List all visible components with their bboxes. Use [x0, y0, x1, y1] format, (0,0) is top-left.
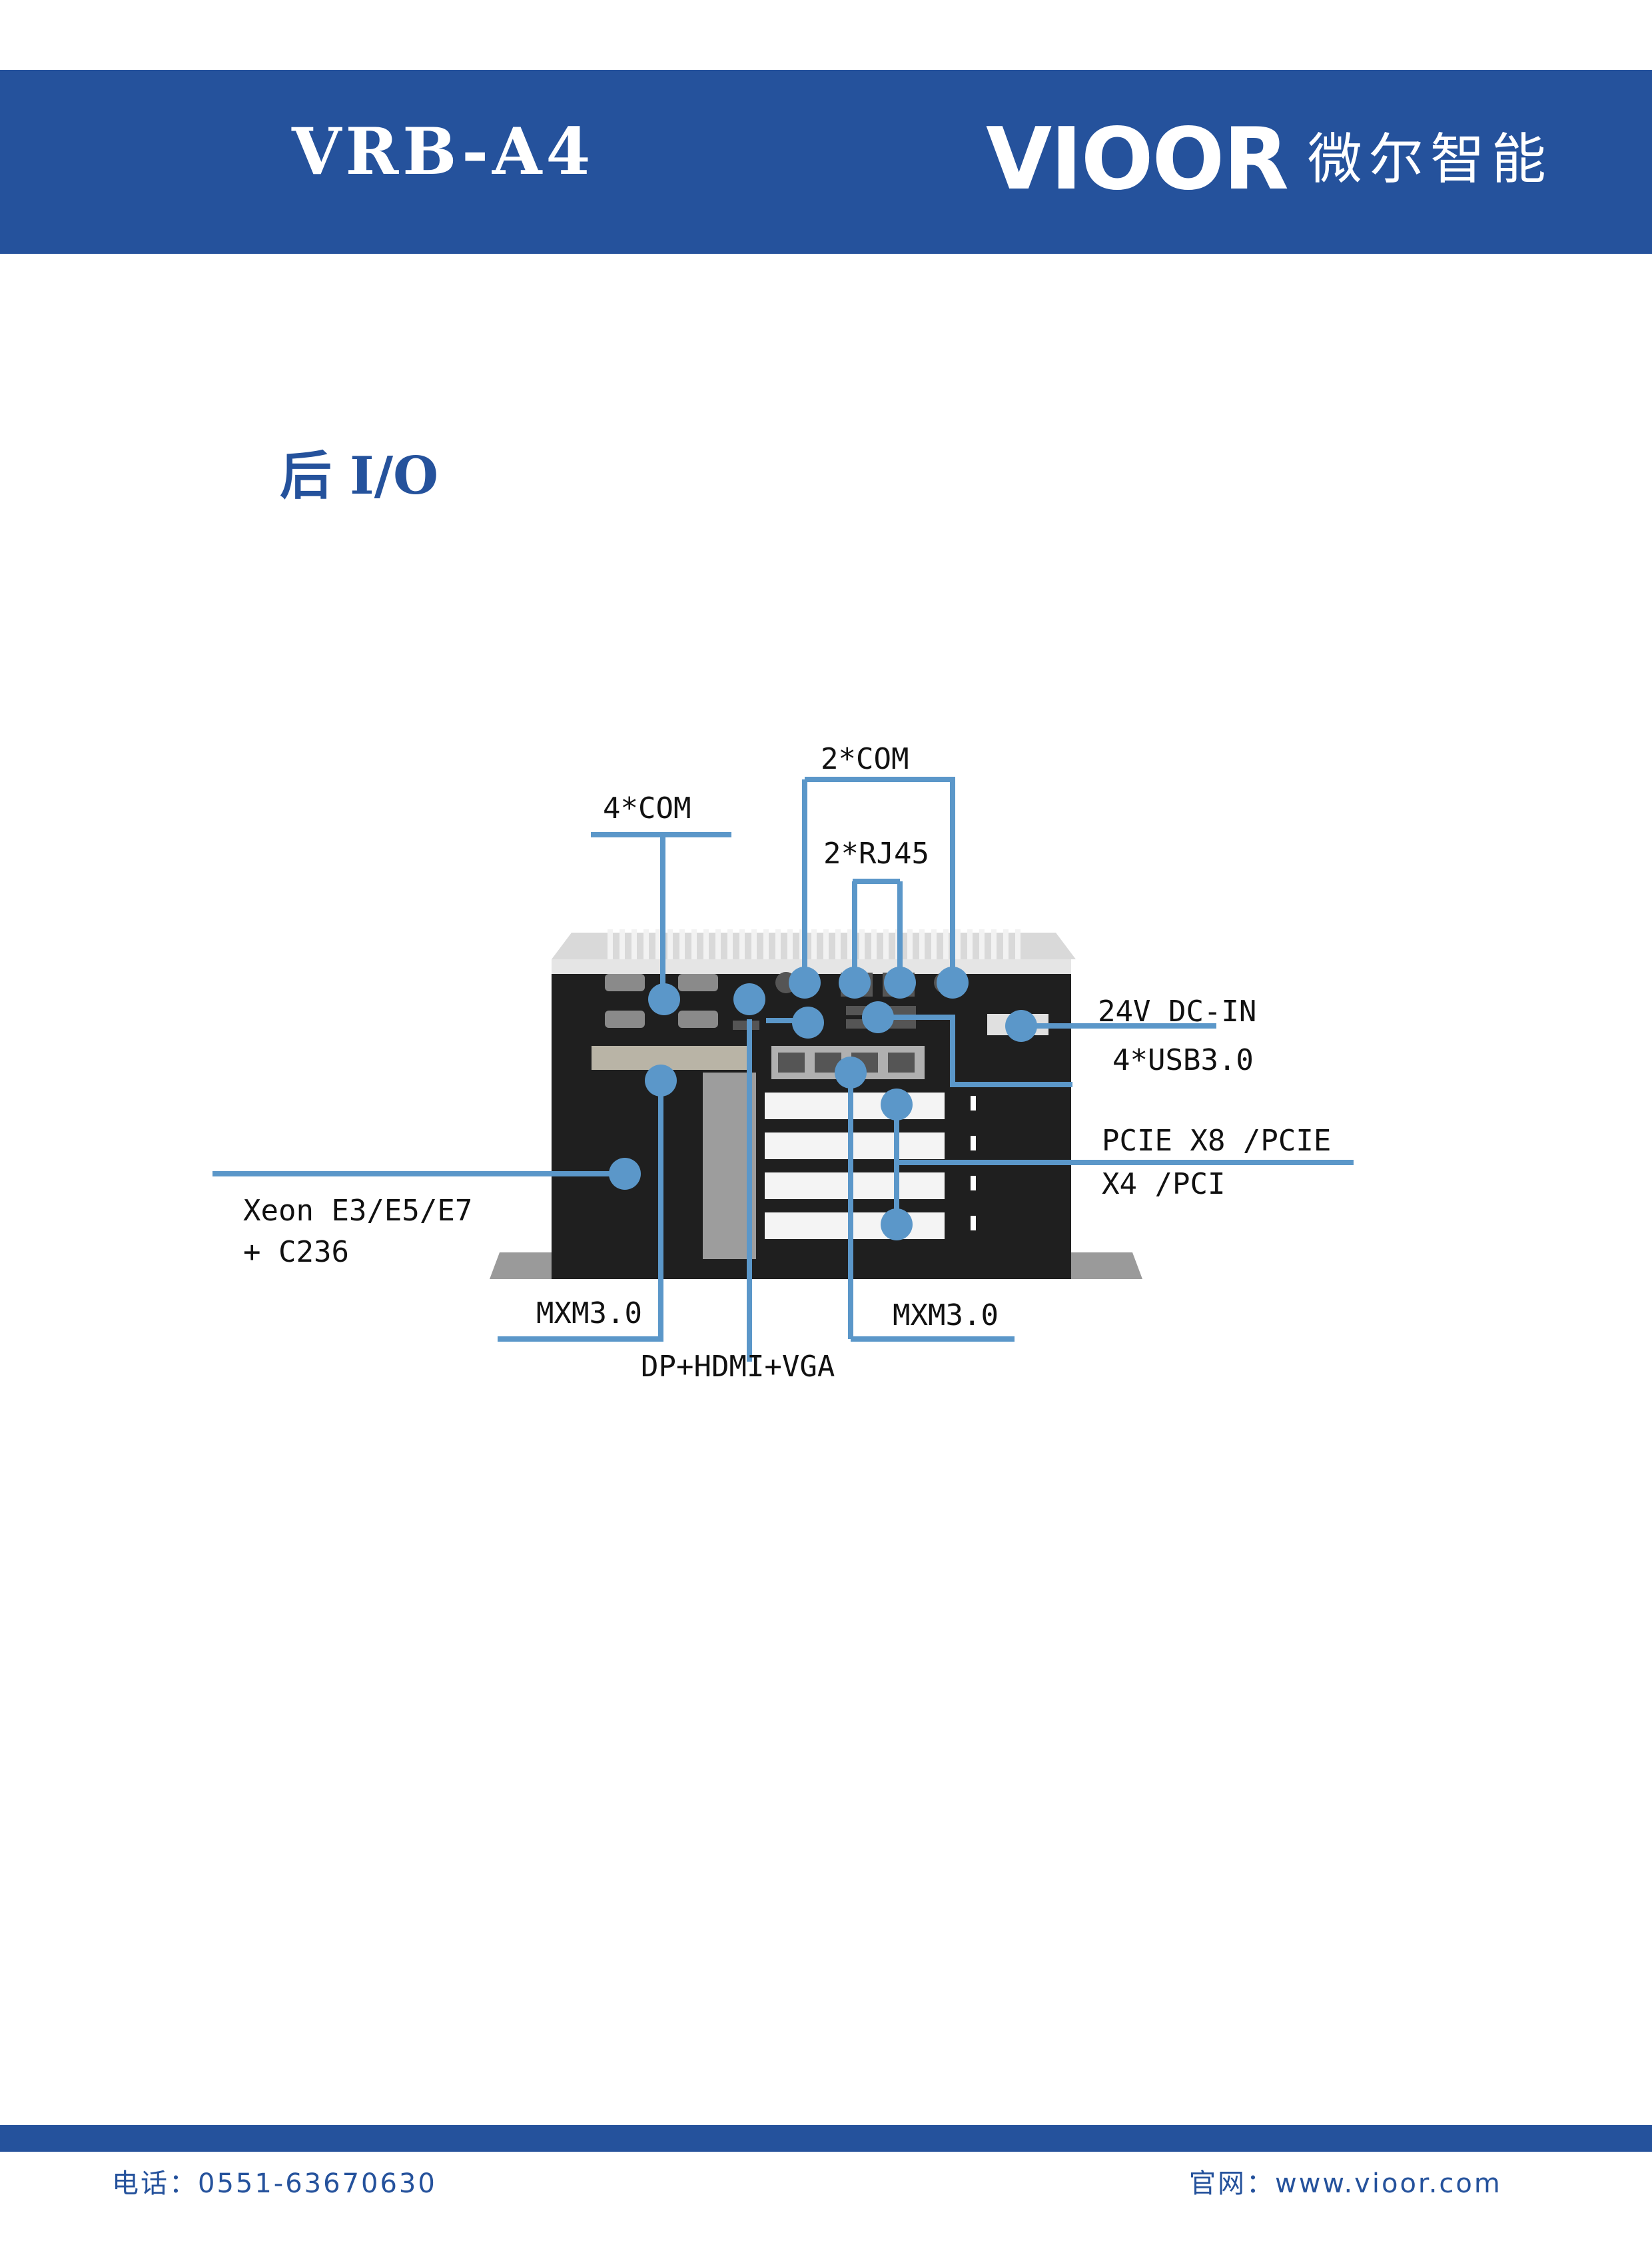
footer-phone: 电话：0551-63670630: [112, 2168, 437, 2199]
label-2rj45: 2*RJ45: [823, 837, 929, 871]
label-usb: 4*USB3.0: [1112, 1043, 1254, 1077]
callout-dots: [609, 967, 1037, 1240]
label-pcie-line2: X4 /PCI: [1102, 1167, 1226, 1201]
label-cpu-line2: + C236: [243, 1235, 349, 1269]
label-pcie-line1: PCIE X8 /PCIE: [1102, 1124, 1332, 1158]
label-dc-in: 24V DC-IN: [1098, 995, 1257, 1029]
logo-wordmark: VIOOR: [986, 110, 1289, 209]
label-4com: 4*COM: [603, 791, 691, 825]
section-title: 后 I/O: [280, 446, 439, 506]
callout-lines: [212, 777, 1354, 1362]
label-2com: 2*COM: [821, 742, 909, 776]
logo-chinese-name: 微尔智能: [1307, 128, 1553, 191]
footer-website: 官网：www.vioor.com: [1189, 2168, 1502, 2199]
product-model: VRB-A4: [292, 114, 595, 189]
footer-bar: [0, 2125, 1652, 2152]
label-mxm-left: MXM3.0: [536, 1296, 642, 1330]
label-mxm-right: MXM3.0: [893, 1298, 999, 1332]
header-banner: [0, 70, 1652, 254]
brand-logo: VIOOR 微尔智能: [986, 110, 1553, 209]
label-display: DP+HDMI+VGA: [641, 1350, 835, 1384]
label-cpu-line1: Xeon E3/E5/E7: [243, 1194, 473, 1228]
